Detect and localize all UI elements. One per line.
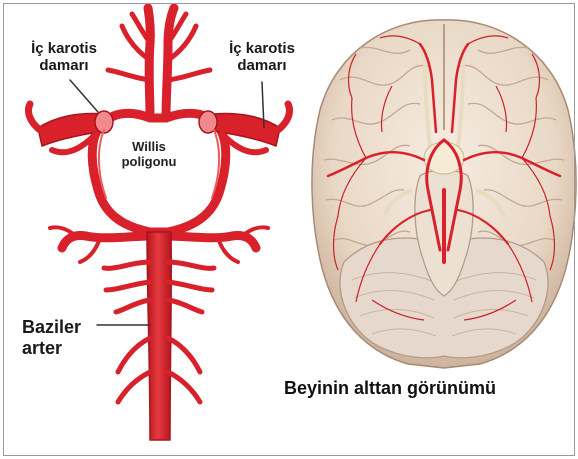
label-internal-carotid-left-line1: İç karotis [14,40,114,57]
label-internal-carotid-right-line2: damarı [212,57,312,74]
label-basilar-artery-line2: arter [22,338,81,359]
label-circle-of-willis-line1: Willis [101,140,197,155]
caption-brain-underside: Beyinin alttan görünümü [284,378,496,399]
label-internal-carotid-right: İç karotis damarı [212,40,312,75]
label-basilar-artery-line1: Baziler [22,317,81,338]
label-internal-carotid-left: İç karotis damarı [14,40,114,75]
label-circle-of-willis-line2: poligonu [101,155,197,170]
label-circle-of-willis: Willis poligonu [101,140,197,170]
anterior-branches [148,8,174,118]
label-basilar-artery: Baziler arter [22,317,81,358]
brain-inferior-view [312,20,576,368]
internal-carotid-right [199,104,290,146]
label-internal-carotid-right-line1: İç karotis [212,40,312,57]
anterior-small-branches [108,14,210,80]
label-internal-carotid-left-line2: damarı [14,57,114,74]
